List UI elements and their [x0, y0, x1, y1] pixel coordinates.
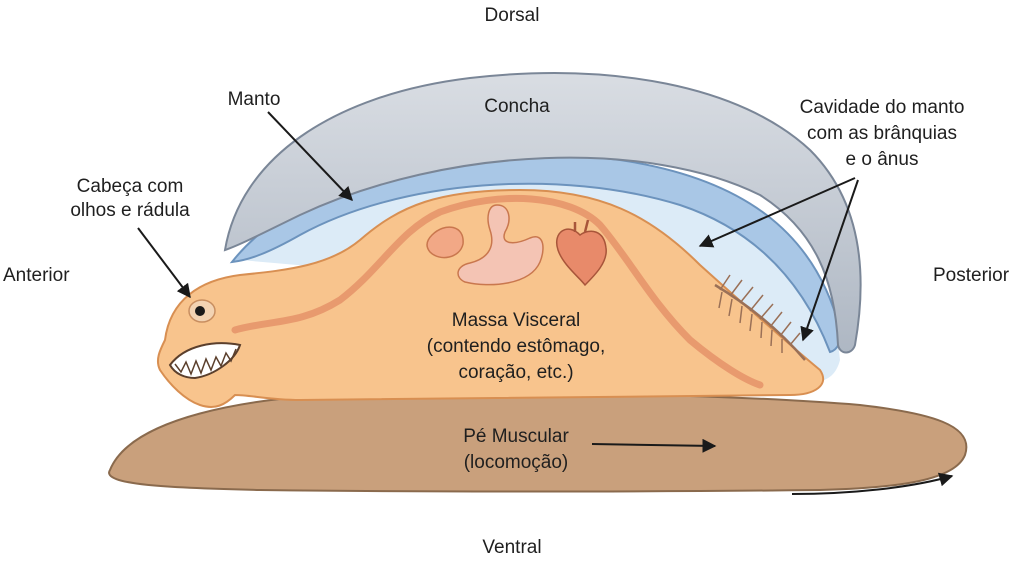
cabeca-label: Cabeça com olhos e rádula: [70, 175, 189, 223]
ventral-label: Ventral: [482, 537, 542, 558]
cavidade-label: Cavidade do manto com as brânquias e o â…: [800, 95, 965, 173]
shell-shape: [223, 72, 862, 354]
massa-label-line-3: coração, etc.): [458, 362, 574, 383]
radula-teeth: [174, 348, 237, 377]
cabeca-label-line-1: Cabeça com: [76, 176, 184, 197]
heart-vessel: [573, 219, 590, 233]
cavidade-label-line-2: com as brânquias: [807, 123, 957, 144]
manto-label: Manto: [227, 89, 281, 110]
cavidade-pointer-1: [698, 177, 856, 248]
posterior-label: Posterior: [933, 265, 1010, 286]
anterior-label: Anterior: [3, 265, 70, 286]
concha-label: Concha: [484, 96, 550, 117]
cavidade-label-line-1: Cavidade do manto: [799, 97, 965, 118]
cavidade-label-line-3: e o ânus: [845, 149, 919, 170]
cabeca-label-line-2: olhos e rádula: [70, 200, 190, 221]
dorsal-label: Dorsal: [484, 5, 540, 26]
eye-pupil: [195, 306, 205, 316]
heart-shape: [555, 228, 607, 287]
visceral-body-shape: [156, 188, 825, 408]
digestive-tract: [231, 194, 764, 389]
pe-label-line-1: Pé Muscular: [463, 426, 569, 447]
pe-pointer: [591, 438, 717, 453]
manto-pointer: [267, 111, 353, 202]
gills-shape: [714, 274, 806, 361]
massa-label-line-2: (contendo estômago,: [426, 336, 606, 357]
massa-label: Massa Visceral (contendo estômago, coraç…: [427, 308, 606, 386]
pe-label-line-2: (locomoção): [463, 452, 569, 473]
pe-label: Pé Muscular (locomoção): [463, 424, 569, 476]
stomach-shape: [457, 204, 544, 286]
cavidade-pointer-2: [800, 179, 859, 342]
cabeca-pointer: [137, 227, 191, 299]
gland-shape: [426, 226, 464, 259]
massa-label-line-1: Massa Visceral: [451, 310, 581, 331]
locomotion-arrow: [791, 472, 954, 495]
